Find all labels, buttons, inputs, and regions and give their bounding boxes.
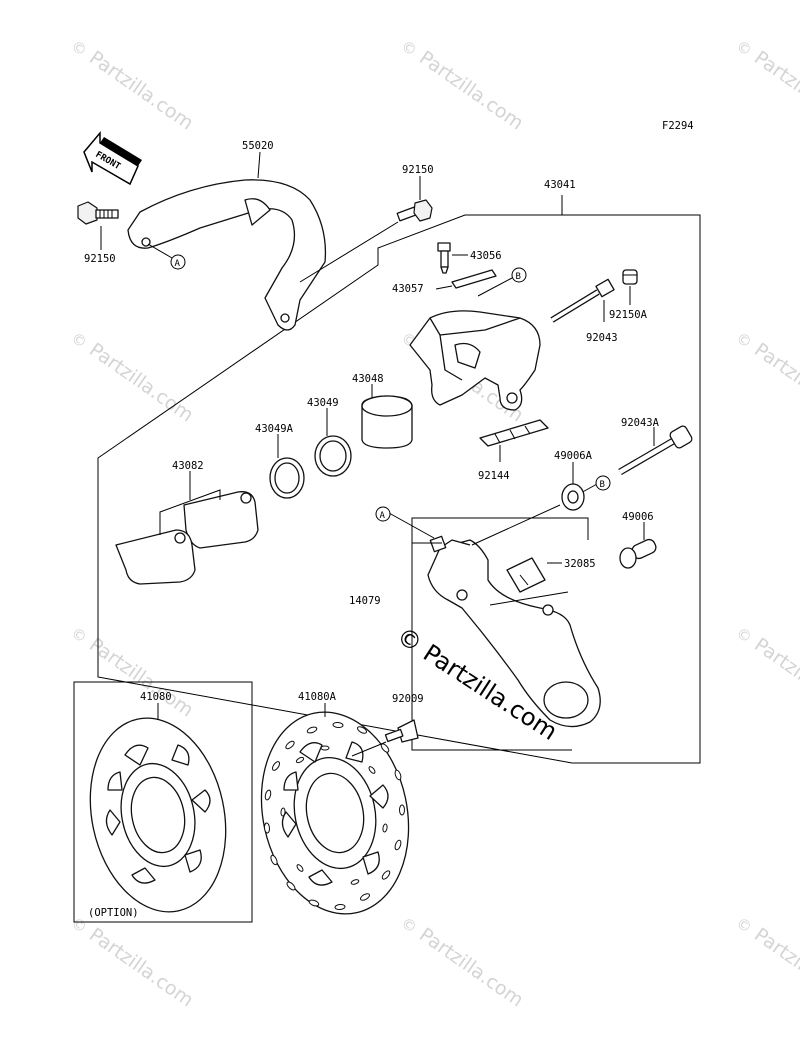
bolt-92150-top	[396, 199, 433, 222]
seal-43049	[314, 435, 352, 477]
svg-text:©: ©	[733, 624, 756, 647]
part-label-43056: 43056	[470, 250, 502, 262]
svg-text:Partzilla.com: Partzilla.com	[750, 47, 800, 135]
bolt-92009	[384, 719, 419, 743]
part-label-43082: 43082	[172, 460, 204, 472]
watermark: © Partzilla.com	[398, 914, 528, 1012]
svg-text:Partzilla.com: Partzilla.com	[85, 924, 197, 1012]
svg-text:©: ©	[68, 329, 91, 352]
leader-line	[147, 243, 173, 259]
watermark: © Partzilla.com	[733, 914, 800, 1012]
watermark: © Partzilla.com	[68, 914, 198, 1012]
part-label-41080: 41080	[140, 691, 172, 703]
leader-line	[489, 591, 569, 606]
figure-id: F2294	[662, 120, 694, 132]
watermark: © Partzilla.com	[68, 329, 198, 427]
part-label-43041: 43041	[544, 179, 576, 191]
part-label-41080A: 41080A	[298, 691, 337, 703]
assembly-outline	[97, 195, 701, 764]
leader-line	[471, 504, 561, 546]
svg-text:©: ©	[733, 37, 756, 60]
svg-text:©: ©	[733, 329, 756, 352]
bracket-55020	[127, 179, 327, 331]
pad-spring-32085	[506, 557, 546, 593]
svg-text:B: B	[600, 480, 605, 490]
part-label-32085: 32085	[564, 558, 596, 570]
plug-92150A	[622, 269, 638, 285]
piston-43048	[361, 395, 413, 449]
seal-43049A	[269, 457, 305, 499]
front-arrow-icon: FRONT	[83, 130, 142, 186]
svg-text:Partzilla.com: Partzilla.com	[85, 339, 197, 427]
ref-b-caliper	[511, 267, 527, 283]
bleeder-43056	[437, 242, 451, 274]
ref-a-bracket	[170, 254, 186, 270]
watermark: © Partzilla.com	[68, 37, 198, 135]
pin-92043	[550, 278, 615, 323]
leader-line	[257, 151, 261, 179]
brake-pads-43082	[115, 491, 259, 585]
part-label-55020: 55020	[242, 140, 274, 152]
svg-text:©: ©	[398, 914, 421, 937]
part-label-43049A: 43049A	[255, 423, 294, 435]
part-label-49006: 49006	[622, 511, 654, 523]
leader-line	[435, 285, 453, 290]
leader-line	[388, 512, 435, 539]
part-label-43048: 43048	[352, 373, 384, 385]
boot-49006A	[561, 483, 585, 511]
part-label-92150A: 92150A	[609, 309, 648, 321]
part-label-92150-top: 92150	[402, 164, 434, 176]
watermark: © Partzilla.com	[398, 37, 528, 135]
part-label-92009: 92009	[392, 693, 424, 705]
brake-disc-41080	[89, 717, 227, 913]
watermark: © Partzilla.com	[68, 624, 198, 722]
leader-line	[351, 741, 387, 757]
part-label-43057: 43057	[392, 283, 424, 295]
svg-text:Partzilla.com: Partzilla.com	[750, 339, 800, 427]
leader-line	[299, 221, 399, 283]
cap-43057	[451, 269, 497, 289]
svg-text:Partzilla.com: Partzilla.com	[415, 924, 527, 1012]
svg-text:©: ©	[68, 624, 91, 647]
watermark: © Partzilla.com	[733, 624, 800, 722]
svg-text:B: B	[516, 272, 521, 282]
svg-text:Partzilla.com: Partzilla.com	[750, 634, 800, 722]
svg-text:A: A	[380, 511, 386, 521]
part-label-92043: 92043	[586, 332, 618, 344]
part-label-14079: 14079	[349, 595, 381, 607]
ref-b-pin	[595, 475, 611, 491]
boot-49006	[619, 538, 657, 569]
part-label-43049: 43049	[307, 397, 339, 409]
part-label-49006A: 49006A	[554, 450, 593, 462]
brake-disc-41080A	[260, 711, 410, 915]
watermark: © Partzilla.com	[733, 37, 800, 135]
svg-text:©: ©	[398, 37, 421, 60]
part-label-92144: 92144	[478, 470, 510, 482]
svg-text:Partzilla.com: Partzilla.com	[750, 924, 800, 1012]
bolt-92150-left	[77, 201, 119, 225]
leader-line	[477, 277, 513, 297]
leader-line	[411, 600, 572, 751]
svg-text:Partzilla.com: Partzilla.com	[415, 47, 527, 135]
spring-92144	[479, 419, 549, 447]
watermark: © Partzilla.com	[733, 329, 800, 427]
caliper-bracket-14079	[427, 535, 601, 728]
svg-text:©: ©	[68, 914, 91, 937]
svg-text:©: ©	[733, 914, 756, 937]
part-label-92043A: 92043A	[621, 417, 660, 429]
option-label: (OPTION)	[88, 907, 139, 919]
option-box	[73, 681, 253, 923]
leader-line	[159, 489, 221, 535]
pin-92043A	[618, 425, 693, 476]
svg-text:Partzilla.com: Partzilla.com	[85, 47, 197, 135]
ref-a-bracket-14079	[375, 506, 391, 522]
caliper-body	[409, 310, 541, 411]
leader-line	[411, 517, 589, 543]
svg-text:©: ©	[68, 37, 91, 60]
svg-text:A: A	[175, 259, 181, 269]
part-label-92150-left: 92150	[84, 253, 116, 265]
